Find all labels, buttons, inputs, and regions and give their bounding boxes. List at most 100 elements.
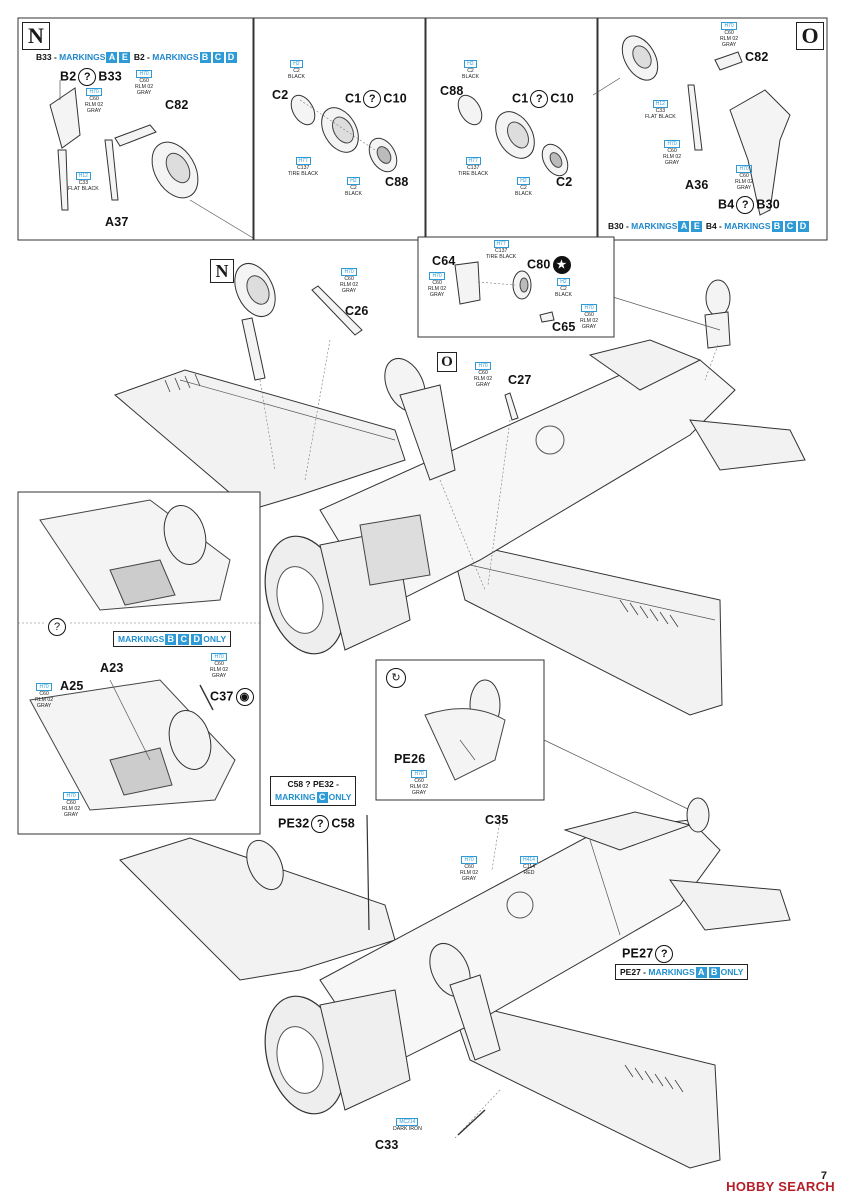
question-icon: ? — [736, 196, 755, 214]
detail-bar-text: MARKINGS — [118, 634, 165, 644]
paint-name-2: GRAY — [736, 185, 752, 191]
marking-letter: A — [106, 52, 118, 63]
question-icon: ? — [311, 815, 330, 833]
part-c35-label: C35 — [485, 813, 509, 827]
paint-name: RED — [523, 870, 535, 876]
paint-name: RLM 02 — [580, 318, 599, 324]
part-c2-label: C2 — [556, 175, 573, 189]
paint-name: RLM 02 — [428, 286, 447, 292]
part-c80: C80 — [527, 257, 551, 272]
part-c26-label: C26 — [345, 304, 369, 318]
paint-number: C60 — [89, 96, 99, 102]
upper-aircraft-drawing — [114, 263, 806, 716]
paint-name: TIRE BLACK — [288, 171, 319, 177]
pe27-bar-text: MARKINGS — [648, 967, 695, 977]
pe27-bar-suffix: ONLY — [720, 967, 744, 977]
paint-name: BLACK — [555, 292, 573, 298]
paint-name-2: GRAY — [475, 382, 491, 388]
part-pe26-label: PE26 — [394, 752, 426, 766]
part-c88-label: C88 — [385, 175, 409, 189]
part-pe32: PE32 — [278, 816, 310, 831]
marking-letter: B — [771, 221, 783, 232]
paint-code: H70 — [86, 88, 102, 96]
paint-name: RLM 02 — [340, 282, 359, 288]
paint-code: H70 — [461, 856, 477, 864]
paint-code: H70 — [664, 140, 680, 148]
paint-code: H2 — [517, 177, 530, 185]
part-c82-label: C82 — [165, 98, 189, 112]
part-a23-label: A23 — [100, 661, 124, 675]
paint-number: C60 — [139, 78, 149, 84]
marking-letter: E — [119, 52, 131, 63]
paint-code: H70 — [721, 22, 737, 30]
panel-c-wheel-drawing — [457, 94, 569, 177]
part-a25-label: A25 — [60, 679, 84, 693]
panel-d-bar-prefix: B30 - — [608, 221, 632, 231]
paint-name: FLAT BLACK — [645, 114, 676, 120]
marking-letter: A — [678, 221, 690, 232]
paint-number: C60 — [214, 661, 224, 667]
left-detail-drawing-top — [39, 499, 231, 611]
paint-name: RLM 02 — [410, 784, 429, 790]
right-detail-drawing — [424, 679, 691, 811]
part-c37-label: C37◉ — [210, 688, 256, 706]
paint-name: RLM 02 — [135, 84, 154, 90]
paint-number: C60 — [432, 280, 442, 286]
paint-name: RLM 02 — [85, 102, 104, 108]
paint-name-2: GRAY — [211, 673, 227, 679]
note-suffix: ONLY — [328, 792, 352, 802]
marking-letter: D — [797, 221, 809, 232]
paint-number: C60 — [739, 173, 749, 179]
paint-name: BLACK — [462, 74, 480, 80]
paint-code: H2 — [290, 60, 303, 68]
paint-number: C60 — [478, 370, 488, 376]
watermark-logo: HOBBY SEARCH — [726, 1179, 835, 1194]
question-icon: ? — [78, 68, 97, 86]
paint-code: H77 — [295, 157, 311, 165]
paint-code: H70 — [211, 653, 227, 661]
part-c10: C10 — [550, 91, 574, 106]
paint-number: C60 — [414, 778, 424, 784]
part-c1-c10-label: C1?C10 — [512, 90, 574, 108]
lower-aircraft-drawing — [119, 797, 791, 1169]
paint-number: C60 — [667, 148, 677, 154]
question-icon: ? — [48, 618, 66, 636]
marking-letter: C — [212, 52, 224, 63]
paint-name: DARK IRON — [393, 1126, 422, 1132]
paint-name: FLAT BLACK — [68, 186, 99, 192]
part-c33-label: C33 — [375, 1138, 399, 1152]
star-icon: ★ — [552, 256, 571, 274]
panel-a-strut-drawing — [49, 80, 199, 211]
note-text: MARKING — [275, 792, 316, 802]
part-c1: C1 — [512, 91, 529, 106]
paint-code: H2 — [347, 177, 360, 185]
panel-d-bar-text2: MARKINGS — [724, 221, 771, 231]
paint-name: RLM 02 — [720, 36, 739, 42]
part-c58: C58 — [331, 816, 355, 831]
marking-letter: A — [695, 967, 707, 978]
paint-code: H70 — [36, 683, 52, 691]
marking-letter: D — [225, 52, 237, 63]
paint-name-2: GRAY — [136, 90, 152, 96]
paint-name-2: GRAY — [63, 812, 79, 818]
paint-name: BLACK — [345, 191, 363, 197]
paint-code: H2 — [557, 278, 570, 286]
step-o-main-marker: O — [437, 352, 457, 372]
paint-name-2: GRAY — [664, 160, 680, 166]
part-c37: C37 — [210, 689, 234, 704]
